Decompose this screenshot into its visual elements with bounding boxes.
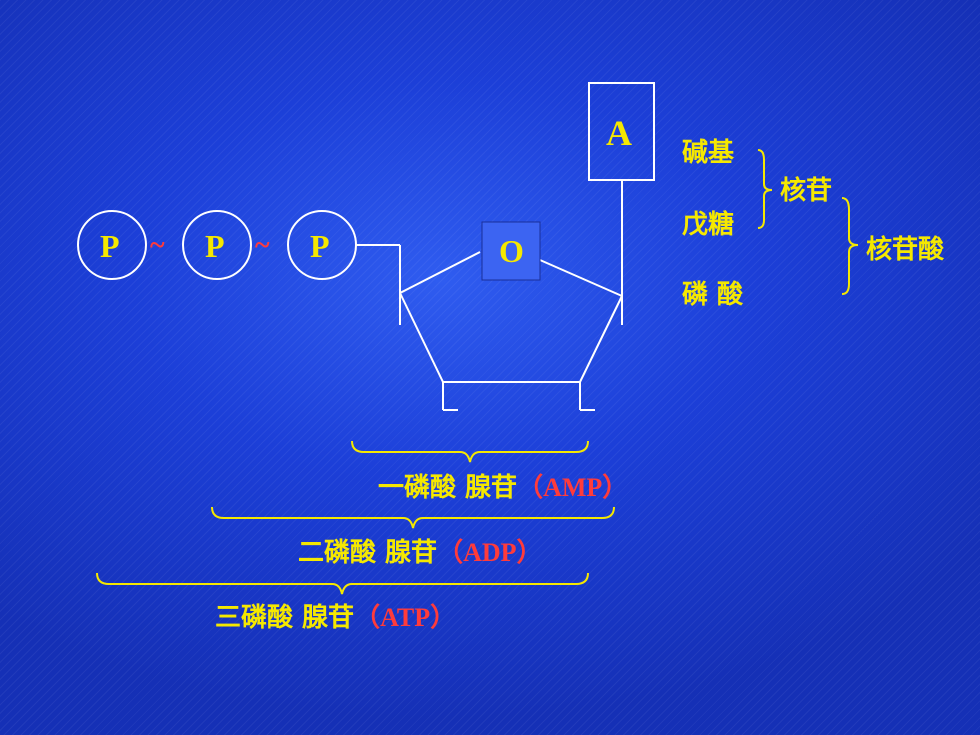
ring-bond-upper-right xyxy=(539,259,623,297)
phosphate-circle-2 xyxy=(182,210,252,280)
amp-caption: 一磷酸 腺苷（AMP） xyxy=(378,473,629,503)
nucleoside-brace xyxy=(757,149,773,229)
high-energy-bond-2: ~ xyxy=(255,230,270,261)
adp-caption: 二磷酸 腺苷（ADP） xyxy=(298,538,543,568)
atp-abbrev: （ATP） xyxy=(354,603,457,632)
ring-bond-lower-left xyxy=(399,292,444,383)
atp-caption: 三磷酸 腺苷（ATP） xyxy=(215,603,457,633)
atp-brace xyxy=(96,572,589,595)
phosphate-label-3: P xyxy=(310,228,330,264)
atp-name: 三磷酸 腺苷 xyxy=(215,603,355,633)
phosphate-label-1: P xyxy=(100,228,120,264)
base-box xyxy=(588,82,655,181)
nucleotide-brace xyxy=(841,197,859,295)
base-component-label: 碱基 xyxy=(682,138,735,168)
phosphate-circle-1 xyxy=(77,210,147,280)
base-label: A xyxy=(606,113,632,153)
sugar-component-label: 戊糖 xyxy=(682,210,735,240)
ring-oxygen-box xyxy=(481,221,541,281)
amp-name: 一磷酸 腺苷 xyxy=(378,473,518,503)
nucleoside-label: 核苷 xyxy=(780,176,833,206)
amp-abbrev: （AMP） xyxy=(517,473,629,502)
phosphate-component-label: 磷 酸 xyxy=(682,280,744,310)
nucleotide-label: 核苷酸 xyxy=(866,235,945,265)
adp-name: 二磷酸 腺苷 xyxy=(298,538,438,568)
phosphate-label-2: P xyxy=(205,228,225,264)
high-energy-bond-1: ~ xyxy=(150,230,165,261)
ring-bond-upper-left xyxy=(399,251,481,294)
amp-brace xyxy=(351,440,589,463)
adp-brace xyxy=(211,506,615,529)
ring-bond-lower-right xyxy=(579,295,623,383)
ring-oxygen-label: O xyxy=(499,233,524,269)
adp-abbrev: （ADP） xyxy=(437,538,543,567)
